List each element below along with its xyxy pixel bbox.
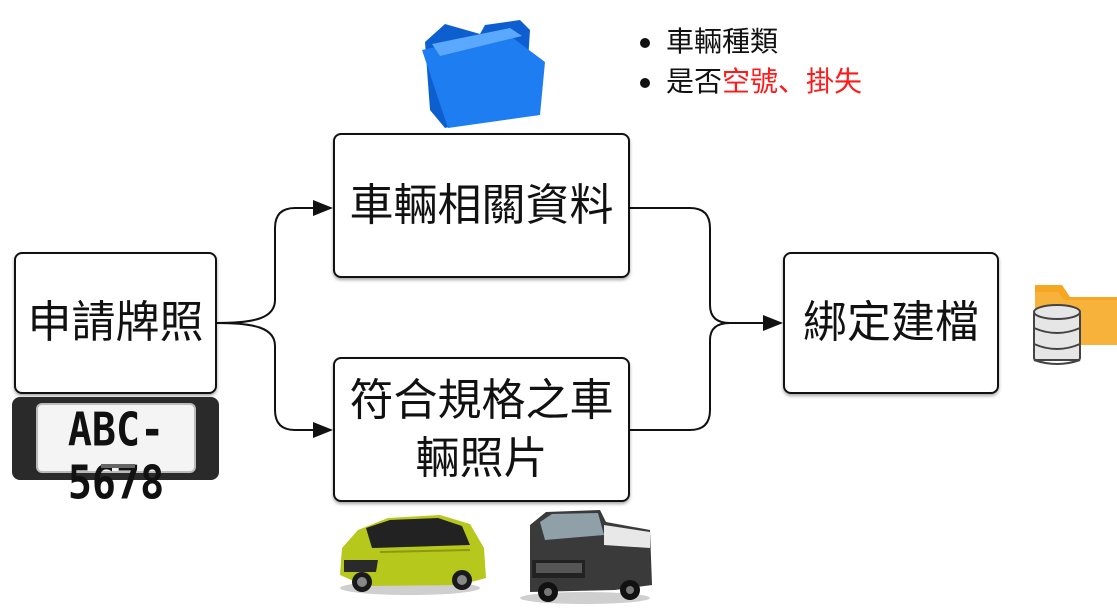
vehicle-photo-label: 符合規格之車輛照片 xyxy=(349,375,614,484)
apply-license-label: 申請牌照 xyxy=(27,297,204,349)
arrow-apply-to-data xyxy=(216,200,333,324)
bullet-item-1: 車輛種類 xyxy=(640,22,862,62)
vehicle-data-box: 車輛相關資料 xyxy=(333,133,630,278)
apply-license-box: 申請牌照 xyxy=(14,252,217,394)
arrow-data-to-bind xyxy=(630,207,783,331)
plate-small-print xyxy=(101,464,135,468)
line-photo-to-bind xyxy=(630,322,731,431)
bind-record-box: 綁定建檔 xyxy=(783,252,999,394)
vehicle-photo-box: 符合規格之車輛照片 xyxy=(333,357,630,502)
bullet-item-2: 是否空號、掛失 xyxy=(640,62,862,102)
vehicle-check-list: 車輛種類 是否空號、掛失 xyxy=(640,22,862,102)
vehicle-data-label: 車輛相關資料 xyxy=(349,179,614,231)
bullet-dot xyxy=(640,38,650,48)
license-plate-image: ABC-5678 xyxy=(12,397,219,510)
arrow-apply-to-photo xyxy=(216,322,333,438)
bind-record-label: 綁定建檔 xyxy=(803,297,979,349)
license-plate-face: ABC-5678 xyxy=(36,403,196,510)
bullet-dot xyxy=(640,78,650,88)
